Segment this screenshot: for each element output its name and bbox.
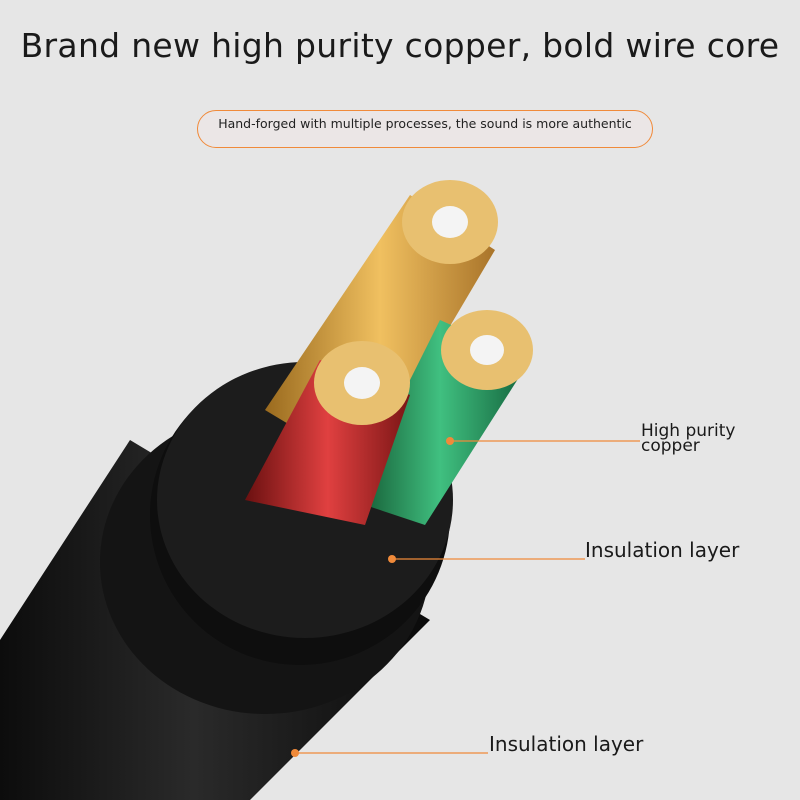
callout-inner-insulation-label: Insulation layer	[585, 538, 740, 562]
callout-outer-insulation-label: Insulation layer	[489, 732, 644, 756]
callout-copper-label: High purity copper	[641, 421, 736, 456]
subtitle-text: Hand-forged with multiple processes, the…	[218, 116, 632, 131]
green-wire	[350, 310, 533, 525]
callout-lines	[291, 437, 640, 757]
subtitle-badge: Hand-forged with multiple processes, the…	[197, 110, 653, 148]
page-title: Brand new high purity copper, bold wire …	[20, 26, 780, 65]
red-wire	[245, 341, 410, 525]
